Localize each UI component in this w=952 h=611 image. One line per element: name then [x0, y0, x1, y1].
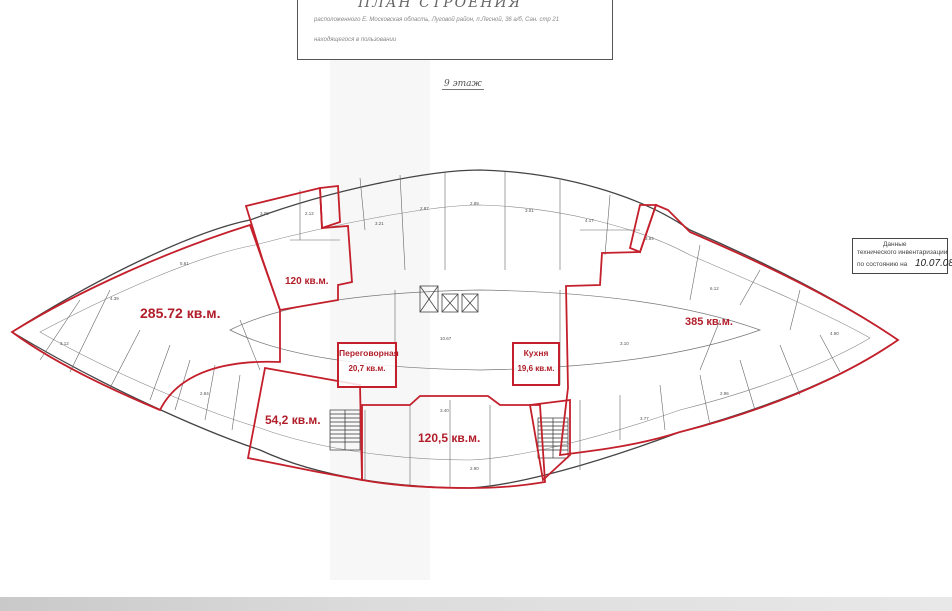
- svg-text:2.84: 2.84: [200, 391, 209, 396]
- svg-text:5.61: 5.61: [180, 261, 189, 266]
- outline-east-notch: [628, 204, 658, 254]
- building-inner-outline: [39, 204, 871, 461]
- svg-text:2.96: 2.96: [720, 391, 729, 396]
- area-label-west-wing: 285.72 кв.м.: [140, 305, 221, 321]
- meeting-room: Переговорная 20,7 кв.м.: [337, 342, 399, 388]
- svg-text:3.40: 3.40: [440, 408, 449, 413]
- outline-west-wing: [10, 223, 281, 412]
- title-stamp: ПЛАН СТРОЕНИЯ расположенного Е. Московск…: [297, 0, 613, 60]
- outline-east-wing: [558, 203, 900, 457]
- svg-text:4.39: 4.39: [110, 296, 119, 301]
- svg-text:3.12: 3.12: [60, 341, 69, 346]
- svg-text:2.12: 2.12: [305, 211, 314, 216]
- floor-label: 9 этаж: [442, 79, 484, 90]
- document-title: ПЛАН СТРОЕНИЯ: [358, 0, 523, 11]
- elevator-shafts: [419, 285, 479, 313]
- area-label-southwest: 54,2 кв.м.: [265, 413, 321, 427]
- kitchen-room-name: Кухня: [523, 348, 549, 358]
- meeting-room-size: 20,7 кв.м.: [348, 364, 386, 373]
- svg-text:6.12: 6.12: [710, 286, 719, 291]
- kitchen-room-size: 19,6 кв.м.: [517, 364, 555, 373]
- svg-text:4.17: 4.17: [585, 218, 594, 223]
- partition-lines: [39, 172, 841, 488]
- scan-noise-band: [330, 60, 430, 580]
- svg-text:3.05: 3.05: [260, 211, 269, 216]
- outline-south-east-stair: [528, 398, 571, 482]
- drawing-annotations: 3.05 2.12 3.21 2.87 2.89 3.01 4.17 3.84 5.61…: [60, 201, 839, 471]
- stamp-date: 10.07.08: [915, 258, 952, 269]
- stamp-line-1: Данные: [883, 241, 907, 248]
- inventory-stamp: Данные технического инвентаризации по со…: [852, 238, 952, 274]
- svg-text:2.89: 2.89: [470, 201, 479, 206]
- staircase-west: [329, 409, 361, 451]
- stamp-line-2: технического инвентаризации: [857, 249, 948, 256]
- address-line: расположенного Е. Московская область, Лу…: [314, 17, 560, 23]
- bottom-scrollbar[interactable]: [0, 597, 952, 611]
- red-area-outlines: [10, 185, 900, 489]
- svg-text:3.84: 3.84: [645, 236, 654, 241]
- kitchen-room: Кухня 19,6 кв.м.: [512, 342, 560, 386]
- svg-text:10.67: 10.67: [440, 336, 452, 341]
- svg-text:3.21: 3.21: [375, 221, 384, 226]
- area-label-northwest: 120 кв.м.: [285, 276, 329, 287]
- area-label-south-center: 120,5 кв.м.: [418, 431, 481, 445]
- svg-text:4.90: 4.90: [830, 331, 839, 336]
- svg-text:3.01: 3.01: [525, 208, 534, 213]
- outline-inner-northwest: [319, 185, 341, 230]
- svg-text:2.87: 2.87: [420, 206, 429, 211]
- outline-south-center: [361, 395, 546, 489]
- meeting-room-name: Переговорная: [339, 348, 399, 358]
- svg-text:2.90: 2.90: [470, 466, 479, 471]
- corridor-outline: [229, 289, 762, 371]
- area-label-east-wing: 385 кв.м.: [685, 316, 733, 328]
- usage-line: находящегося в пользовании: [314, 37, 397, 43]
- svg-text:3.77: 3.77: [640, 416, 649, 421]
- svg-text:3.10: 3.10: [620, 341, 629, 346]
- stamp-line-3: по состоянию на: [857, 261, 908, 268]
